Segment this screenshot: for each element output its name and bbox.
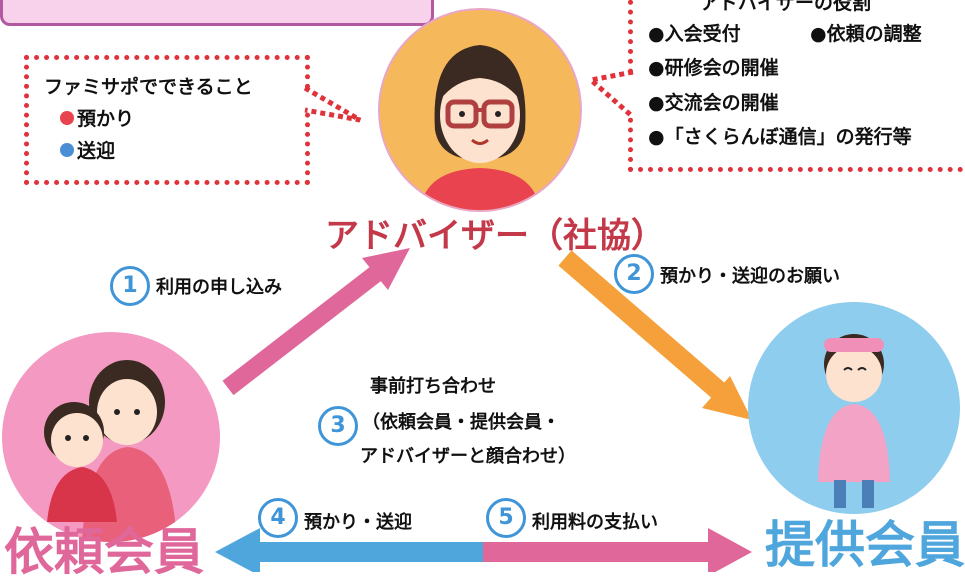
- step-3-line1: 事前打ち合わせ: [370, 376, 496, 397]
- blue-dot-icon: [60, 142, 74, 157]
- step-1-badge: 1: [110, 266, 150, 306]
- header-box: [0, 0, 434, 26]
- step-3-line3: アドバイザーと顔合わせ）: [360, 446, 576, 467]
- provider-label: 提供会員: [765, 516, 965, 574]
- duty-item: ●交流会の開催: [648, 92, 779, 114]
- duties-bubble-tail: [585, 69, 635, 119]
- provider-avatar: [748, 302, 960, 514]
- duties-bubble: [628, 0, 965, 172]
- advisor-role-label: アドバイザー（社協）: [325, 216, 665, 256]
- famisapo-bubble-tail: [303, 85, 362, 123]
- step-4-badge: 4: [258, 498, 298, 538]
- arrows-layer: [215, 248, 752, 572]
- mother-child-icon: [44, 360, 177, 542]
- requester-label: 依頼会員: [4, 523, 204, 581]
- step-2-label: 預かり・送迎のお願い: [660, 266, 840, 287]
- duties-title: アドバイザーの役割: [700, 0, 872, 14]
- duty-item: ●「さくらんぼ通信」の発行等: [648, 126, 912, 148]
- famisapo-title: ファミサポでできること: [44, 76, 253, 98]
- step-4-label: 預かり・送迎: [304, 512, 412, 533]
- step-5-badge: 5: [486, 498, 526, 538]
- step-5-label: 利用料の支払い: [532, 512, 658, 533]
- arrow-1-icon: [222, 248, 410, 396]
- requester-avatar: [2, 332, 220, 542]
- advisor-avatar: [378, 8, 582, 212]
- step-2-badge: 2: [614, 254, 654, 294]
- red-dot-icon: [60, 110, 74, 125]
- famisapo-item-azukari: 預かり: [60, 104, 134, 131]
- step-1-label: 利用の申し込み: [156, 277, 282, 298]
- duty-item: ●依頼の調整: [810, 23, 922, 45]
- duty-item: ●入会受付: [648, 23, 741, 45]
- famisapo-item-sougei: 送迎: [60, 136, 115, 163]
- duty-item: ●研修会の開催: [648, 57, 779, 79]
- advisor-illustration-icon: [420, 45, 540, 210]
- arrow-2-icon: [558, 250, 752, 420]
- provider-illustration-icon: [818, 334, 890, 508]
- step-3-badge: 3: [318, 406, 358, 446]
- step-3-line2: （依頼会員・提供会員・: [362, 412, 560, 433]
- arrow-4-5-icon: [215, 528, 752, 572]
